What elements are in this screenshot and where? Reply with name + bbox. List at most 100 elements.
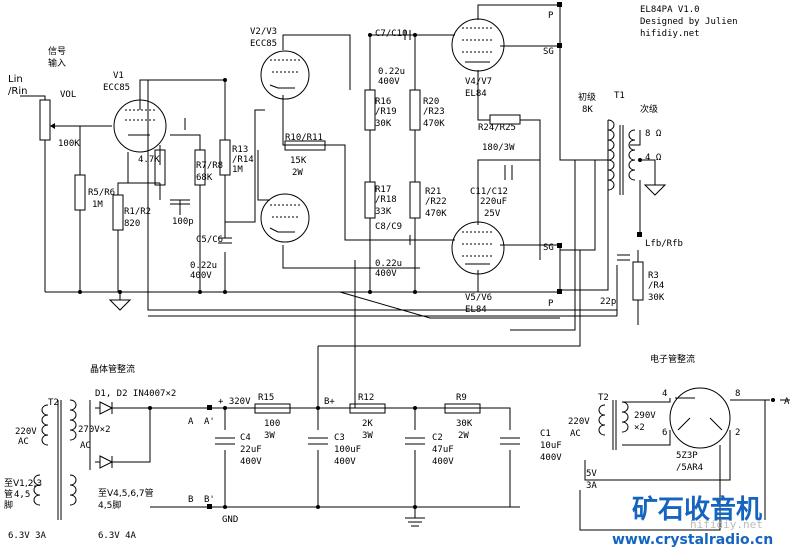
- svg-text:V4/V7: V4/V7: [465, 77, 492, 87]
- svg-text:C2: C2: [432, 433, 443, 443]
- svg-text:/Rin: /Rin: [8, 86, 27, 97]
- svg-text:www.crystalradio.cn: www.crystalradio.cn: [612, 532, 773, 548]
- capacitor-100p: [170, 199, 190, 215]
- svg-text:C1: C1: [540, 429, 551, 439]
- svg-text:3A: 3A: [586, 481, 597, 491]
- svg-text:22p: 22p: [600, 297, 616, 307]
- svg-text:4: 4: [662, 389, 667, 399]
- header-site: hifidiy.net: [640, 29, 700, 39]
- capacitor-c8: [409, 235, 416, 245]
- svg-text:V1: V1: [113, 71, 124, 81]
- resistor-r12: [349, 403, 386, 414]
- svg-text:R7/R8: R7/R8: [196, 161, 223, 171]
- svg-text:AC: AC: [570, 429, 581, 439]
- svg-text:EL84: EL84: [465, 305, 487, 315]
- site-logo: 矿石收音机 www.crystalradio.cn: [612, 494, 773, 548]
- svg-text:/R4: /R4: [648, 281, 664, 291]
- psu-resistors: [254, 403, 481, 414]
- svg-text:6.3V 3A: 6.3V 3A: [8, 531, 47, 541]
- svg-text:100uF: 100uF: [334, 445, 361, 455]
- resistor-r20: [409, 89, 421, 131]
- svg-text:脚: 脚: [4, 500, 13, 511]
- tube-v4: [451, 18, 505, 72]
- svg-text:R16: R16: [375, 97, 391, 107]
- svg-text:4,5: 4,5: [14, 490, 30, 500]
- svg-text:A: A: [784, 397, 790, 407]
- volume-pot: [39, 99, 60, 141]
- svg-text:10uF: 10uF: [540, 441, 562, 451]
- svg-text:68K: 68K: [196, 173, 213, 183]
- svg-text:V2/V3: V2/V3: [250, 27, 277, 37]
- svg-text:30K: 30K: [648, 293, 665, 303]
- svg-text:4,5脚: 4,5脚: [98, 500, 121, 511]
- svg-text:470K: 470K: [423, 119, 445, 129]
- psu-transformer-t2: [33, 399, 77, 520]
- svg-text:T2: T2: [598, 393, 609, 403]
- svg-text:3W: 3W: [264, 431, 275, 441]
- svg-text:400V: 400V: [190, 271, 212, 281]
- svg-text:220V: 220V: [15, 427, 37, 437]
- ground-symbols: [108, 184, 667, 527]
- svg-text:Lfb/Rfb: Lfb/Rfb: [645, 239, 683, 249]
- svg-text:R3: R3: [648, 271, 659, 281]
- svg-text:AC: AC: [80, 441, 91, 451]
- text-labels: EL84PA V1.0 Designed by Julien hifidiy.n…: [4, 5, 790, 541]
- svg-text:管: 管: [4, 488, 13, 500]
- resistor-4k7: [154, 149, 166, 186]
- resistor-r15: [254, 403, 291, 414]
- header-model: EL84PA V1.0: [640, 5, 700, 15]
- svg-text:晶体管整流: 晶体管整流: [90, 363, 135, 375]
- svg-text:R5/R6: R5/R6: [88, 188, 115, 198]
- svg-text:2W: 2W: [292, 168, 303, 178]
- svg-text:8K: 8K: [582, 105, 593, 115]
- svg-text:1M: 1M: [92, 200, 103, 210]
- svg-text:/R23: /R23: [423, 107, 445, 117]
- svg-text:30K: 30K: [375, 119, 392, 129]
- svg-text:/R14: /R14: [232, 155, 254, 165]
- svg-text:5V: 5V: [586, 469, 597, 479]
- amp-wires: [20, 4, 656, 410]
- svg-text:6: 6: [662, 428, 667, 438]
- svg-text:100K: 100K: [58, 139, 80, 149]
- diodes: [99, 401, 114, 469]
- svg-text:33K: 33K: [375, 207, 392, 217]
- svg-text:C3: C3: [334, 433, 345, 443]
- capacitor-c11: [504, 165, 513, 180]
- svg-text:EL84: EL84: [465, 89, 487, 99]
- svg-text:470K: 470K: [425, 209, 447, 219]
- svg-text:400V: 400V: [240, 457, 262, 467]
- svg-text:2: 2: [735, 428, 740, 438]
- svg-text:/5AR4: /5AR4: [676, 463, 703, 473]
- svg-text:C11/C12: C11/C12: [470, 187, 508, 197]
- svg-text:电子管整流: 电子管整流: [650, 353, 695, 365]
- svg-text:15K: 15K: [290, 156, 307, 166]
- svg-text:400V: 400V: [432, 457, 454, 467]
- svg-text:/R19: /R19: [375, 107, 397, 117]
- svg-text:0.22u: 0.22u: [190, 261, 217, 271]
- resistors: [74, 89, 644, 301]
- resistor-r7: [194, 149, 206, 186]
- svg-text:0.22u: 0.22u: [378, 67, 405, 77]
- svg-text:220uF: 220uF: [480, 197, 507, 207]
- tube-v1: [113, 99, 167, 153]
- svg-text:ECC85: ECC85: [103, 83, 130, 93]
- svg-text:0.22u: 0.22u: [375, 259, 402, 269]
- svg-text:400V: 400V: [540, 453, 562, 463]
- svg-text:GND: GND: [222, 515, 238, 525]
- svg-text:1M: 1M: [232, 165, 243, 175]
- svg-text:8: 8: [735, 389, 740, 399]
- tube-v5: [451, 221, 505, 275]
- svg-text:47uF: 47uF: [432, 445, 454, 455]
- svg-text:SG: SG: [543, 47, 554, 57]
- capacitors: [170, 30, 630, 261]
- svg-text:400V: 400V: [334, 457, 356, 467]
- tube-v2: [260, 50, 310, 100]
- tube-rectifier: [579, 387, 790, 531]
- resistor-r13: [219, 139, 231, 176]
- svg-text:矿石收音机: 矿石收音机: [632, 494, 762, 525]
- svg-text:至V1,2,3: 至V1,2,3: [4, 478, 42, 489]
- svg-text:6.3V 4A: 6.3V 4A: [98, 531, 137, 541]
- svg-text:R21: R21: [425, 187, 441, 197]
- svg-text:8 Ω: 8 Ω: [645, 129, 662, 139]
